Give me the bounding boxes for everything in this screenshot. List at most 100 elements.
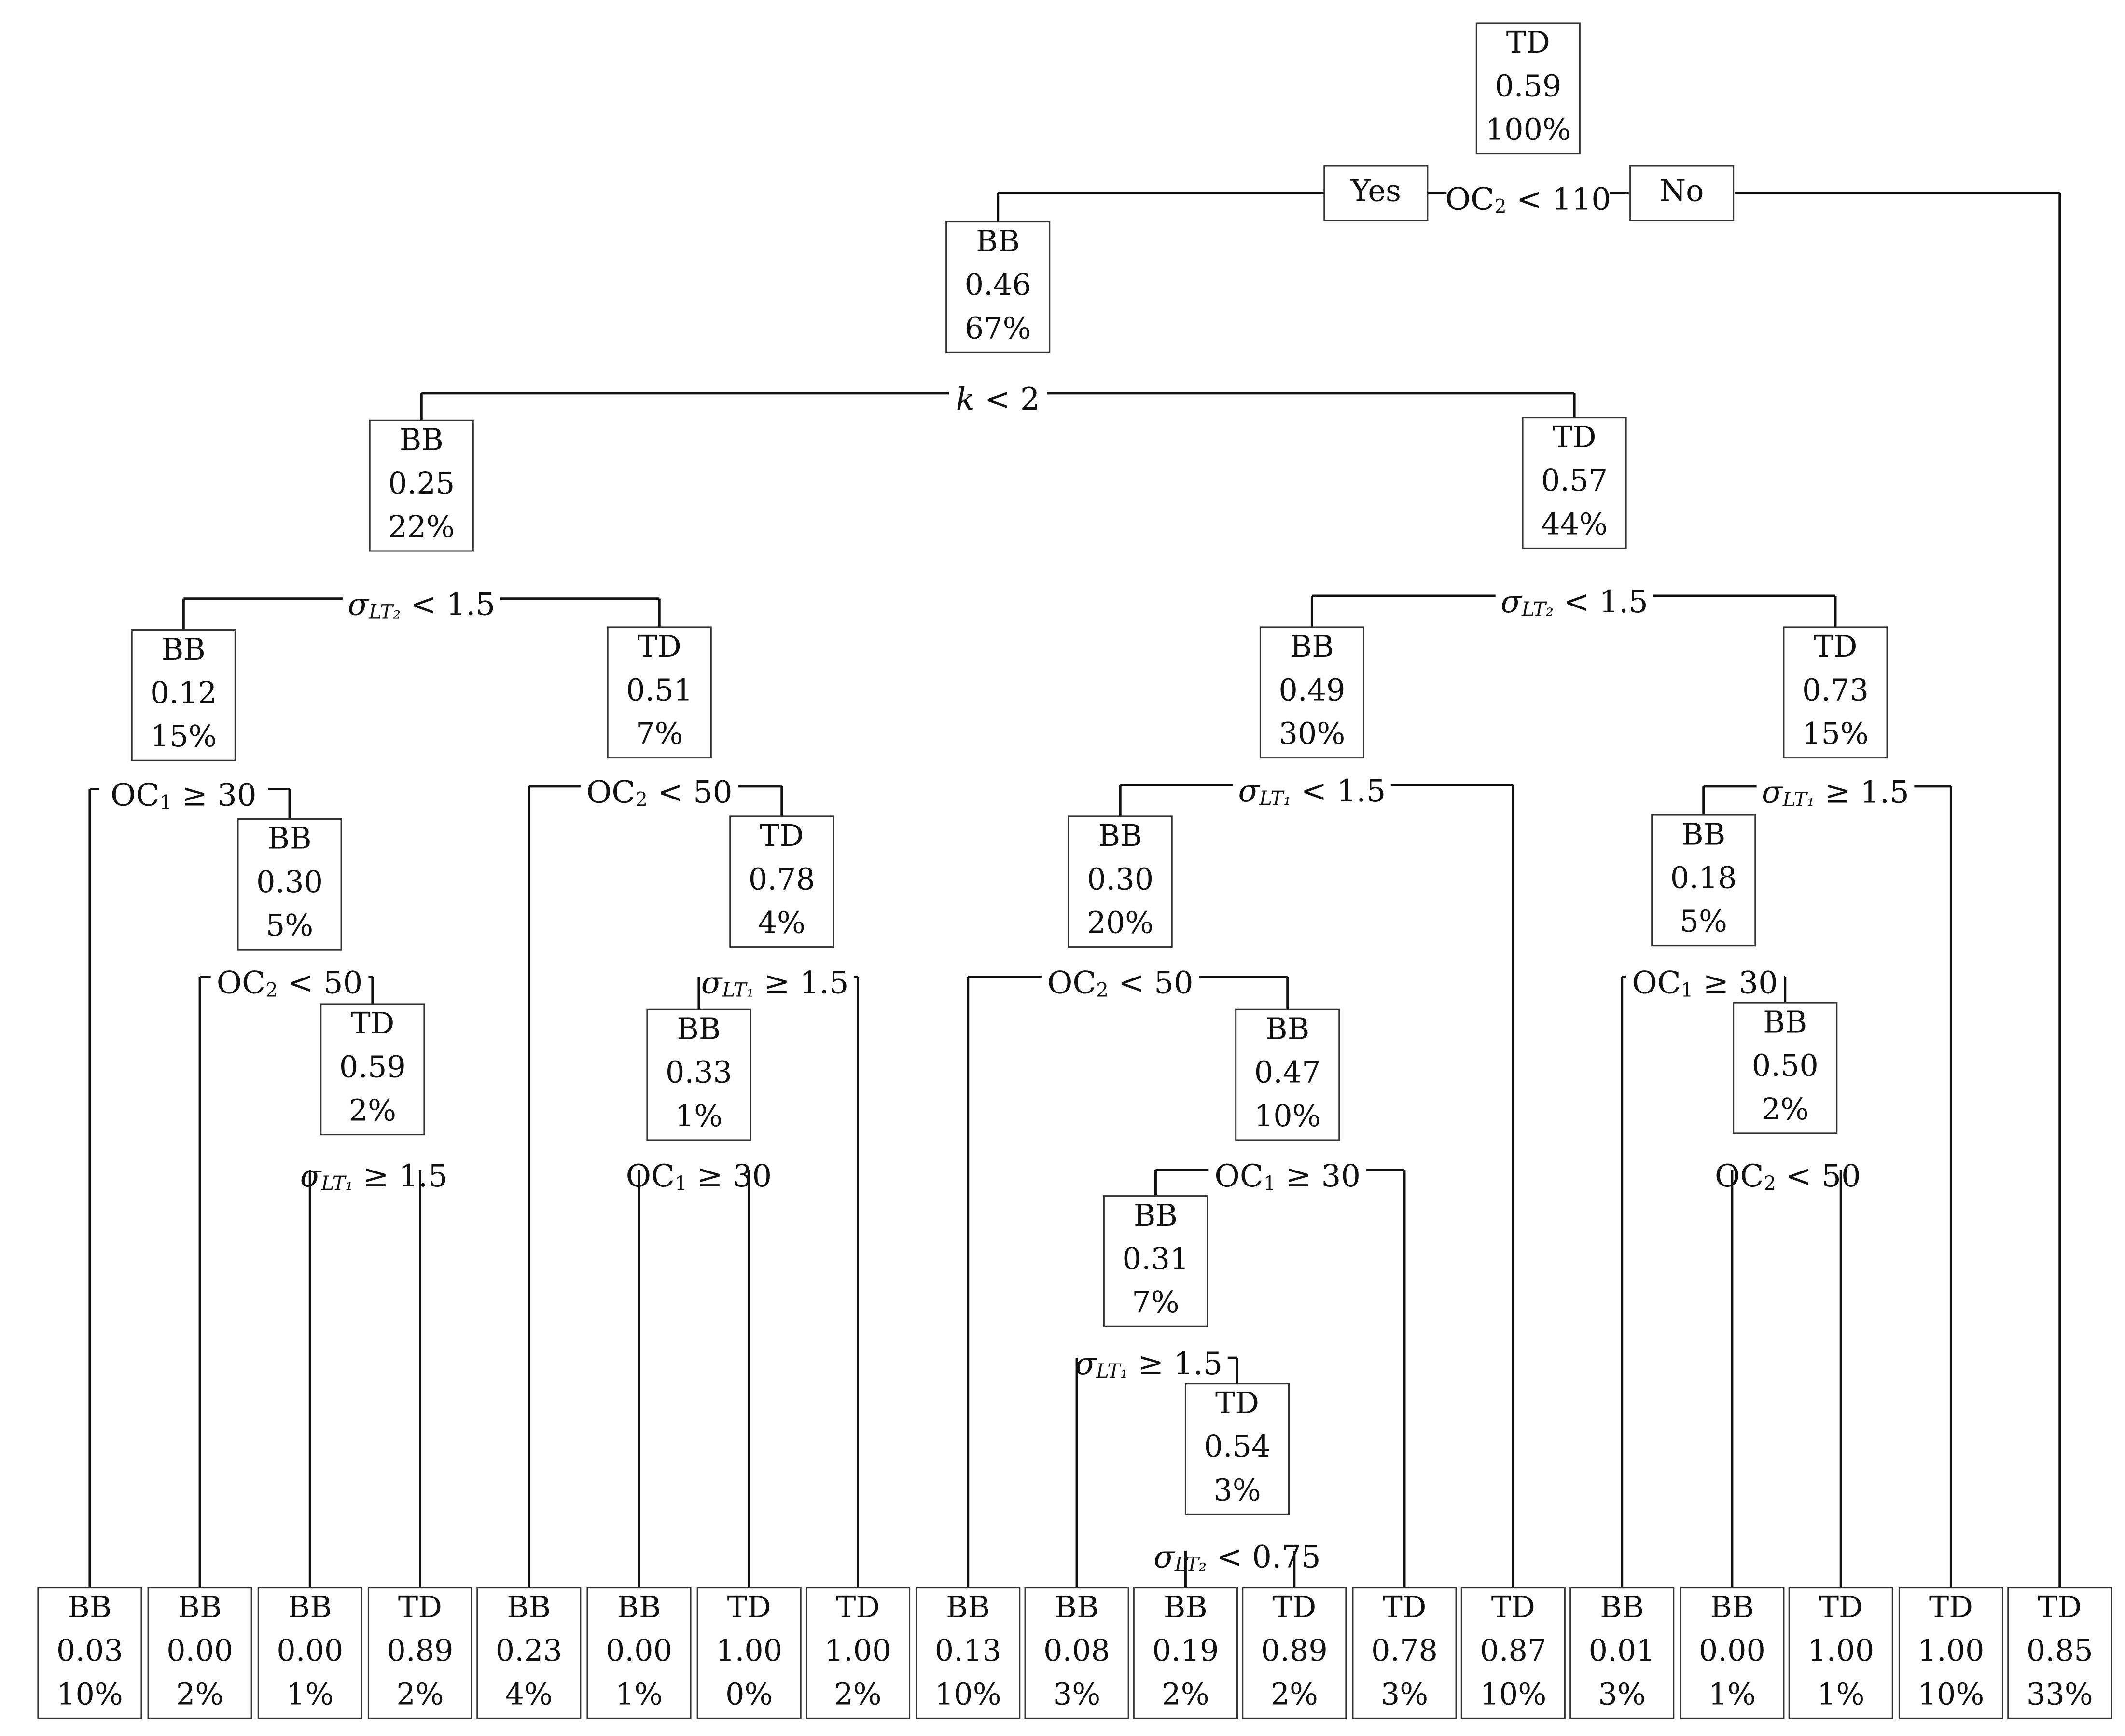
node-class: BB (1763, 1004, 1807, 1039)
node-class: BB (617, 1589, 661, 1625)
node-value: 0.00 (1699, 1633, 1765, 1668)
node-class: TD (1215, 1385, 1259, 1420)
node-value: 0.78 (1371, 1633, 1438, 1668)
node-class: TD (1506, 25, 1550, 60)
tree-node-n5: TD0.517% (607, 626, 712, 759)
node-box (1024, 1587, 1129, 1719)
node-box (586, 1587, 692, 1719)
node-value: 0.59 (1495, 68, 1561, 103)
node-value: 0.18 (1670, 860, 1737, 895)
node-value: 0.89 (1261, 1633, 1328, 1668)
node-box (367, 1587, 473, 1719)
node-box (1352, 1587, 1457, 1719)
node-class: BB (68, 1589, 111, 1625)
node-value: 0.00 (606, 1633, 672, 1668)
node-class: BB (1265, 1011, 1309, 1046)
node-class: TD (836, 1589, 880, 1625)
leaf-node-l7: TD1.000% (696, 1587, 802, 1719)
node-box (696, 1587, 802, 1719)
node-class: TD (1813, 629, 1857, 664)
node-box (1522, 417, 1627, 549)
node-value: 0.12 (150, 675, 217, 710)
node-value: 0.89 (387, 1633, 453, 1668)
node-box (945, 221, 1051, 353)
split-label-n2: σLT₂ < 1.5 (347, 587, 495, 623)
node-percent: 100% (1486, 112, 1571, 147)
node-class: TD (350, 1006, 394, 1041)
split-label-n14: OC1 ≥ 30 (1214, 1158, 1361, 1195)
node-value: 1.00 (825, 1633, 891, 1668)
node-class: TD (1272, 1589, 1316, 1625)
split-label-n8: OC2 < 50 (217, 965, 363, 1002)
node-class: BB (1710, 1589, 1754, 1625)
node-percent: 44% (1541, 506, 1608, 541)
node-class: BB (1600, 1589, 1644, 1625)
split-label-n17: σLT₂ < 0.75 (1153, 1539, 1321, 1576)
node-box (1242, 1587, 1347, 1719)
node-class: BB (400, 422, 444, 457)
node-value: 0.87 (1480, 1633, 1546, 1668)
split-label-n5: OC2 < 50 (586, 774, 733, 811)
node-box (257, 1587, 362, 1719)
node-percent: 10% (1918, 1676, 1985, 1711)
label-box (1629, 165, 1735, 221)
node-class: BB (976, 223, 1020, 259)
node-class: TD (1553, 419, 1597, 455)
split-label-n3: σLT₂ < 1.5 (1500, 584, 1648, 620)
node-class: TD (638, 629, 681, 664)
node-box (1788, 1587, 1893, 1719)
split-label-n7: σLT₁ ≥ 1.5 (1762, 774, 1909, 811)
node-value: 1.00 (1917, 1633, 1984, 1668)
split-label-n10: OC2 < 50 (1047, 965, 1194, 1002)
node-value: 0.30 (1087, 861, 1153, 896)
node-box (369, 419, 474, 552)
leaf-node-l18: TD 1.00 10% (1898, 1587, 2003, 1719)
split-label-n6: σLT₁ < 1.5 (1238, 773, 1386, 810)
split-label-n16: σLT₁ ≥ 1.5 (1075, 1346, 1222, 1383)
leaf-node-l5: BB0.234% (476, 1587, 582, 1719)
node-class: BB (162, 632, 206, 667)
node-class: BB (1681, 816, 1725, 852)
label-box (1323, 165, 1429, 221)
node-class: TD (398, 1589, 442, 1625)
node-class: TD (1929, 1589, 1973, 1625)
node-value: 0.85 (2027, 1633, 2093, 1668)
node-box (1651, 814, 1756, 947)
node-box (1103, 1195, 1208, 1327)
node-value: 0.59 (339, 1049, 406, 1084)
node-value: 0.00 (277, 1633, 343, 1668)
node-class: BB (1164, 1589, 1208, 1625)
node-box (147, 1587, 252, 1719)
node-class: BB (507, 1589, 551, 1625)
node-value: 0.19 (1152, 1633, 1219, 1668)
node-class: BB (946, 1589, 990, 1625)
node-percent: 20% (1087, 905, 1153, 940)
node-box (1184, 1383, 1290, 1515)
leaf-node-l10: BB0.083% (1024, 1587, 1129, 1719)
node-box (1898, 1587, 2003, 1719)
node-box (1068, 815, 1173, 948)
leaf-node-l11: BB0.192% (1133, 1587, 1238, 1719)
leaf-node-l12: TD 0.89 2% (1242, 1587, 1347, 1719)
leaf-node-l16: BB0.001% (1680, 1587, 1785, 1719)
node-box (2007, 1587, 2112, 1719)
node-value: 0.23 (496, 1633, 562, 1668)
node-percent: 4% (758, 905, 806, 940)
node-box (237, 818, 342, 951)
node-value: 0.78 (749, 861, 815, 896)
leaf-node-l17: TD1.001% (1788, 1587, 1893, 1719)
node-value: 0.30 (256, 864, 323, 899)
node-class: TD (727, 1589, 771, 1625)
node-percent: 7% (1132, 1284, 1179, 1320)
node-class: BB (178, 1589, 222, 1625)
node-percent: 2% (1271, 1676, 1318, 1711)
node-class: BB (267, 821, 311, 856)
